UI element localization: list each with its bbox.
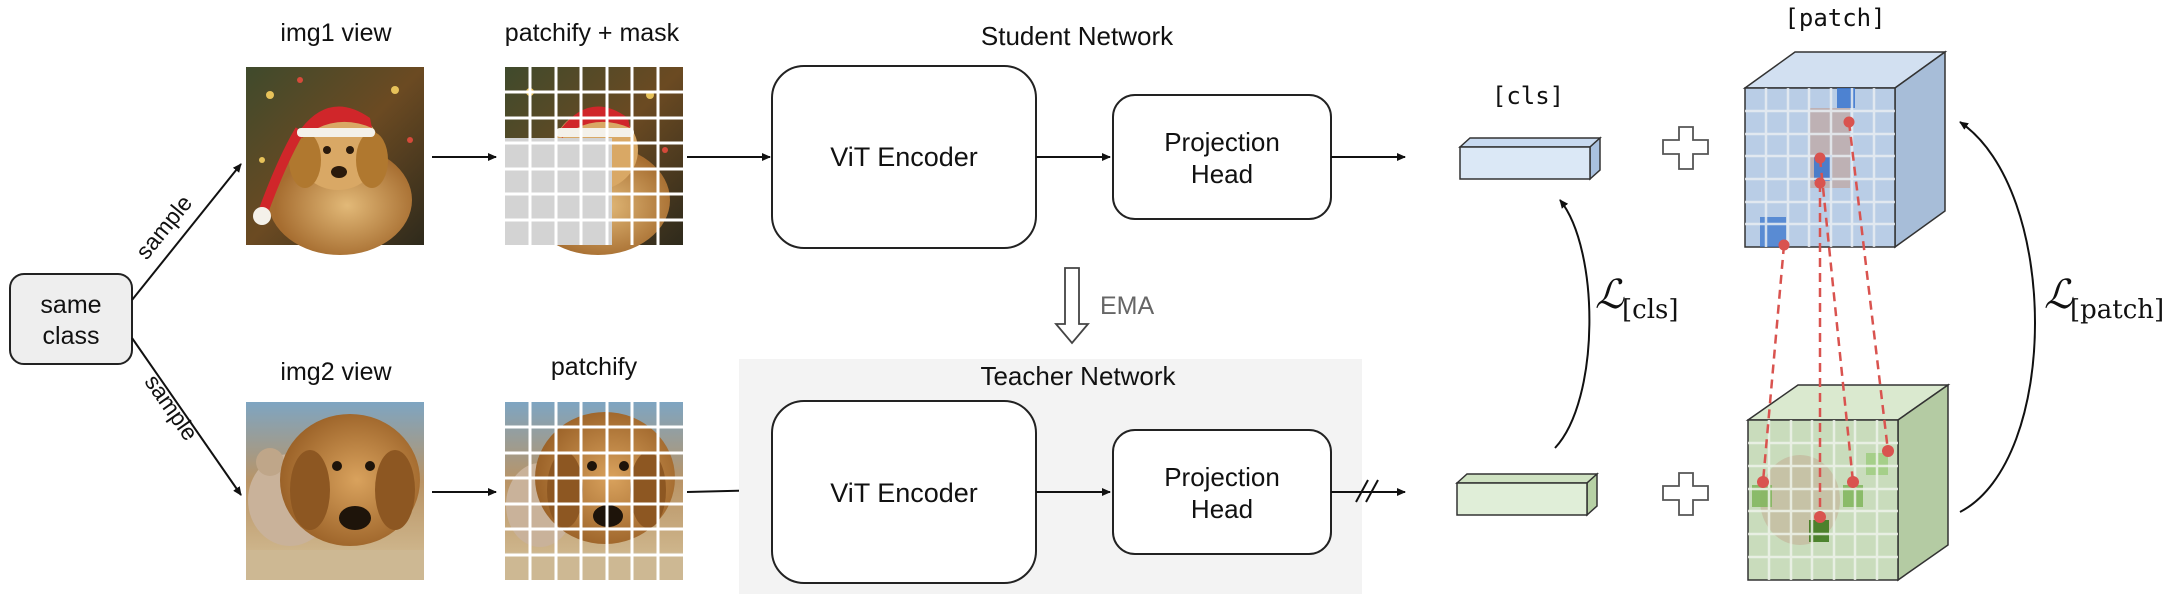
same-class-label-line1: same bbox=[40, 291, 101, 319]
same-class-node: same class bbox=[9, 273, 133, 365]
sample-arrow-bottom bbox=[131, 337, 242, 496]
sample-arrow-top bbox=[131, 163, 242, 301]
img1-view-title: img1 view bbox=[280, 19, 392, 47]
patch-correspondence-links bbox=[1761, 121, 1890, 517]
loss-cls-symbol: ℒ bbox=[1595, 272, 1625, 318]
student-cls-token bbox=[1458, 136, 1602, 181]
student-projection-head: Projection Head bbox=[1112, 94, 1332, 220]
sample-label-bottom: sample bbox=[140, 370, 204, 446]
loss-patch-label: ℒ [patch] bbox=[2044, 272, 2164, 325]
student-network-title: Student Network bbox=[981, 21, 1174, 51]
loss-patch-subscript: [patch] bbox=[2070, 295, 2164, 325]
plus-icon-bottom bbox=[1662, 472, 1709, 516]
patchify-image bbox=[505, 402, 683, 580]
patchify-mask-image bbox=[505, 67, 683, 255]
teacher-projection-head: Projection Head bbox=[1112, 429, 1332, 555]
teacher-cls-token bbox=[1455, 472, 1599, 517]
student-head-label-line2: Head bbox=[1191, 159, 1253, 189]
same-class-label-line2: class bbox=[43, 322, 100, 350]
img2-view-image bbox=[246, 402, 424, 580]
sample-label-top: sample bbox=[130, 190, 197, 264]
patch-token-label: [patch] bbox=[1784, 4, 1885, 32]
teacher-head-label-line2: Head bbox=[1191, 494, 1253, 524]
plus-icon-top bbox=[1662, 126, 1709, 170]
student-head-label-line1: Projection bbox=[1164, 127, 1280, 157]
teacher-vit-encoder-label: ViT Encoder bbox=[830, 478, 978, 508]
patch-correspondence-dots bbox=[1757, 116, 1894, 523]
patchify-title: patchify bbox=[551, 353, 638, 381]
ema-arrow bbox=[1054, 267, 1090, 345]
cls-token-label: [cls] bbox=[1492, 82, 1564, 110]
loss-cls-arrow bbox=[1554, 199, 1591, 449]
patchify-mask-title: patchify + mask bbox=[505, 19, 680, 47]
teacher-vit-encoder: ViT Encoder bbox=[771, 400, 1037, 584]
img1-view-image bbox=[246, 67, 424, 255]
loss-cls-subscript: [cls] bbox=[1622, 295, 1679, 325]
teacher-network-title: Teacher Network bbox=[980, 361, 1176, 391]
student-vit-encoder-label: ViT Encoder bbox=[830, 142, 978, 172]
img2-view-title: img2 view bbox=[280, 358, 392, 386]
student-patch-cube bbox=[1742, 50, 1948, 249]
stop-gradient-icon bbox=[1355, 479, 1379, 503]
loss-patch-symbol: ℒ bbox=[2044, 272, 2074, 318]
teacher-patch-cube bbox=[1745, 383, 1951, 582]
loss-cls-label: ℒ [cls] bbox=[1595, 272, 1679, 325]
student-vit-encoder: ViT Encoder bbox=[771, 65, 1037, 249]
loss-patch-arrow bbox=[1959, 121, 2036, 513]
teacher-head-label-line1: Projection bbox=[1164, 462, 1280, 492]
ema-label: EMA bbox=[1100, 292, 1155, 320]
